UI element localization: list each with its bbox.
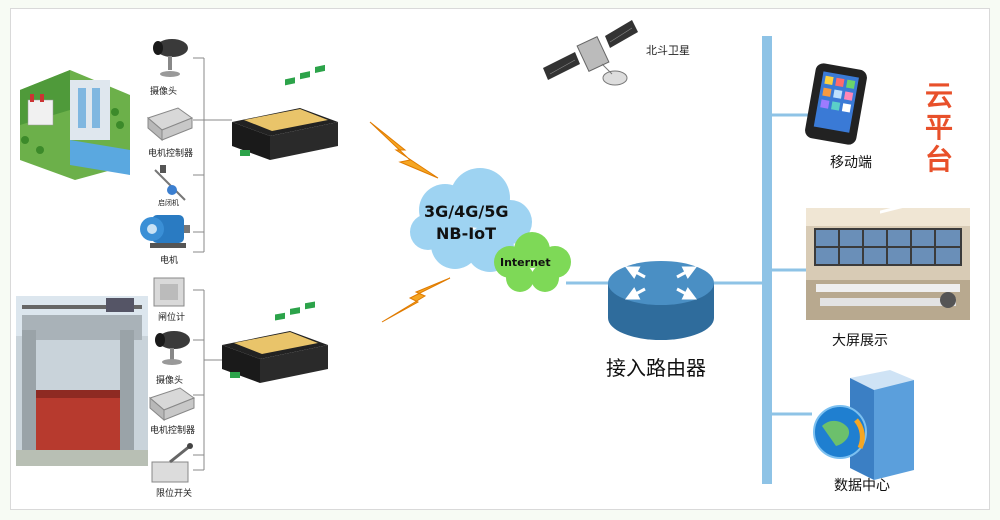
limit-switch-icon bbox=[151, 443, 193, 483]
mobile-phone-icon bbox=[805, 63, 867, 145]
motor-controller-icon bbox=[147, 107, 194, 142]
hydropower-station-image bbox=[20, 70, 130, 180]
big-screen-room-image bbox=[806, 208, 970, 320]
camera-label-bottom: 摄像头 bbox=[156, 376, 184, 386]
motor-icon bbox=[140, 215, 190, 248]
mobile-label: 移动端 bbox=[830, 155, 872, 171]
internet-cloud bbox=[494, 232, 571, 292]
lightning-bottom bbox=[381, 277, 451, 323]
satellite-icon bbox=[543, 20, 638, 86]
rtu-terminal-top bbox=[232, 64, 338, 160]
hoist-label: 启闭机 bbox=[158, 199, 179, 207]
sluice-gate-photo bbox=[16, 296, 148, 466]
router-label: 接入路由器 bbox=[606, 356, 706, 380]
data-center-label: 数据中心 bbox=[834, 478, 890, 494]
camera-label: 摄像头 bbox=[150, 87, 178, 97]
motor-controller-label-bottom: 电机控制器 bbox=[150, 426, 196, 436]
device-bracket-bottom bbox=[193, 289, 222, 471]
motor-controller-label: 电机控制器 bbox=[148, 149, 194, 159]
rtu-terminal-bottom bbox=[222, 301, 328, 383]
satellite-label: 北斗卫星 bbox=[646, 44, 690, 57]
motor-controller-icon-bottom bbox=[149, 387, 196, 422]
hoist-icon bbox=[154, 165, 186, 201]
lightning-top bbox=[369, 121, 439, 179]
gate-gauge-label: 闸位计 bbox=[158, 313, 186, 323]
camera-icon bbox=[153, 39, 188, 77]
network-cloud bbox=[410, 168, 532, 272]
camera-icon-bottom bbox=[155, 331, 190, 365]
nbiot-label: NB-IoT bbox=[436, 224, 497, 243]
data-center-icon bbox=[813, 173, 914, 480]
cloud-platform-title: 云平台 bbox=[924, 79, 953, 176]
internet-label: Internet bbox=[500, 256, 551, 269]
big-screen-label: 大屏展示 bbox=[832, 333, 888, 349]
device-bracket-top bbox=[193, 57, 232, 253]
cloud-bus-line bbox=[762, 36, 772, 484]
network-type-label: 3G/4G/5G bbox=[424, 202, 509, 221]
limit-switch-label: 限位开关 bbox=[156, 489, 193, 499]
router-icon bbox=[608, 261, 714, 340]
motor-label: 电机 bbox=[160, 256, 179, 266]
gate-gauge-icon bbox=[153, 277, 185, 307]
